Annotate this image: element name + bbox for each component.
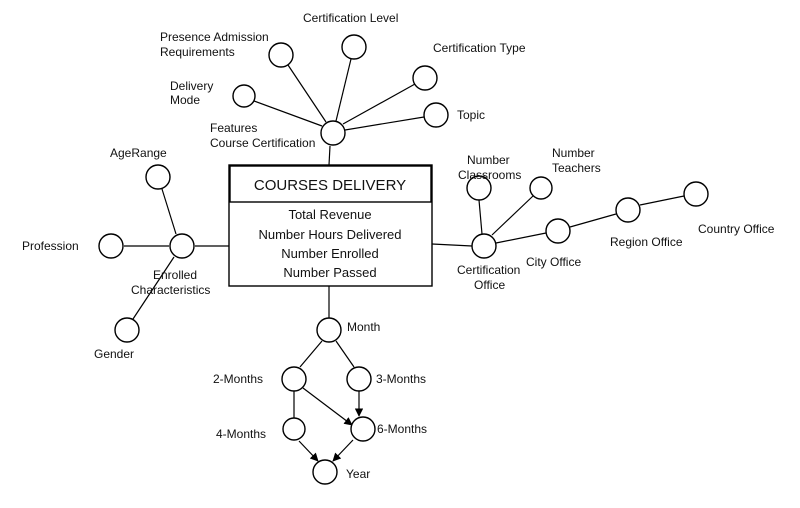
label-region-office: Region Office <box>610 235 683 249</box>
label-number-teachers-line2: Teachers <box>552 161 601 175</box>
edge-features-certification-level <box>335 58 352 122</box>
edge-enrolled-agerange <box>161 188 177 235</box>
label-4-months: 4-Months <box>216 427 266 441</box>
fact-table: COURSES DELIVERY Total Revenue Number Ho… <box>228 164 433 287</box>
node-gender <box>114 317 140 343</box>
label-country-office: Country Office <box>698 222 775 236</box>
node-country-office <box>683 181 709 207</box>
fact-table-title-box <box>229 165 432 203</box>
measure-number-hours-delivered: Number Hours Delivered <box>258 227 401 242</box>
edge-enrolled-gender <box>132 256 175 320</box>
label-2-months: 2-Months <box>213 372 263 386</box>
label-delivery-mode-line1: Delivery <box>170 79 213 93</box>
nodes <box>98 34 709 485</box>
node-features-course-certification <box>320 120 346 146</box>
label-topic: Topic <box>457 108 485 122</box>
edge-region-country <box>639 195 685 206</box>
node-enrolled-characteristics <box>169 233 195 259</box>
measure-number-enrolled: Number Enrolled <box>281 246 379 261</box>
node-agerange <box>145 164 171 190</box>
label-gender: Gender <box>94 347 134 361</box>
node-number-classrooms <box>466 175 492 201</box>
edge-month-2months <box>299 340 323 368</box>
edge-features-delivery-mode <box>253 100 323 127</box>
label-certification-level: Certification Level <box>303 11 398 25</box>
node-certification-type <box>412 65 438 91</box>
label-year: Year <box>346 467 370 481</box>
label-3-months: 3-Months <box>376 372 426 386</box>
node-2-months <box>281 366 307 392</box>
edge-4months-year <box>298 440 319 462</box>
labels: Certification Level Presence Admission R… <box>22 11 775 481</box>
node-certification-office <box>471 233 497 259</box>
label-features-line1: Features <box>210 121 257 135</box>
label-enrolled-line1: Enrolled <box>153 268 197 282</box>
node-3-months <box>346 366 372 392</box>
label-delivery-mode-line2: Mode <box>170 93 200 107</box>
edges <box>124 58 685 462</box>
edge-month-3months <box>335 340 355 368</box>
measure-total-revenue: Total Revenue <box>288 207 371 222</box>
edge-certification-office-fact <box>431 243 473 247</box>
measure-number-passed: Number Passed <box>283 265 376 280</box>
edge-features-topic <box>344 116 425 131</box>
edge-city-region <box>569 213 617 228</box>
node-city-office <box>545 218 571 244</box>
label-number-teachers-line1: Number <box>552 146 595 160</box>
edge-features-certification-type <box>342 83 416 125</box>
node-year <box>312 459 338 485</box>
label-features-line2: Course Certification <box>210 136 315 150</box>
node-region-office <box>615 197 641 223</box>
node-number-teachers <box>529 176 553 200</box>
label-certification-office-line1: Certification <box>457 263 520 277</box>
label-certification-office-line2: Office <box>474 278 505 292</box>
node-certification-level <box>341 34 367 60</box>
label-number-classrooms-line1: Number <box>467 153 510 167</box>
node-delivery-mode <box>232 84 256 108</box>
edge-2months-6months <box>302 387 353 426</box>
label-enrolled-line2: Characteristics <box>131 283 210 297</box>
node-4-months <box>282 417 306 441</box>
label-6-months: 6-Months <box>377 422 427 436</box>
label-city-office: City Office <box>526 255 581 269</box>
node-topic <box>423 102 449 128</box>
node-6-months <box>350 416 376 442</box>
node-profession <box>98 233 124 259</box>
edge-certification-office-city <box>495 232 547 244</box>
edge-features-fact <box>328 145 331 166</box>
edge-certification-office-classrooms <box>478 199 483 235</box>
label-presence-admission-line2: Requirements <box>160 45 235 59</box>
edge-certification-office-teachers <box>491 195 534 236</box>
fact-table-title: COURSES DELIVERY <box>254 177 406 194</box>
node-month <box>316 317 342 343</box>
label-number-classrooms-line2: Classrooms <box>458 168 521 182</box>
label-certification-type: Certification Type <box>433 41 526 55</box>
label-presence-admission-line1: Presence Admission <box>160 30 269 44</box>
label-month: Month <box>347 320 380 334</box>
label-profession: Profession <box>22 239 79 253</box>
edge-6months-year <box>332 439 354 462</box>
node-presence-admission <box>268 42 294 68</box>
label-agerange: AgeRange <box>110 146 167 160</box>
edge-features-presence-admission <box>287 64 327 123</box>
